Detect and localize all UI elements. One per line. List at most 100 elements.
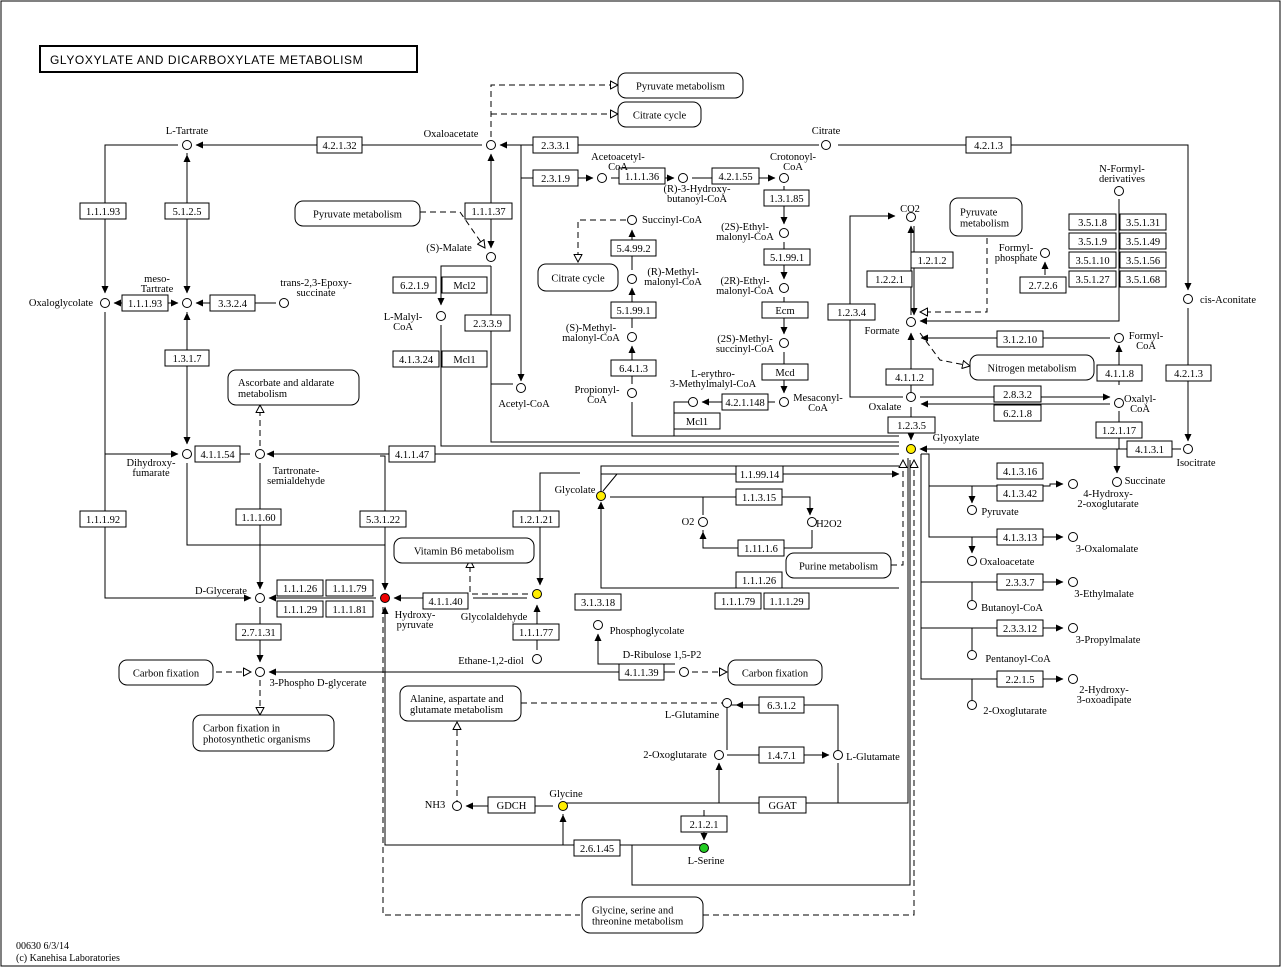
enzyme-box[interactable]: 3.5.1.68	[1119, 270, 1167, 288]
compound-oxaloacetate-2[interactable]: Oxaloacetate	[967, 556, 1035, 569]
enzyme-box[interactable]: 1.3.1.7	[164, 349, 210, 367]
compound-l-tartrate[interactable]: L-Tartrate	[166, 126, 209, 150]
compound-h2o2[interactable]: H2O2	[807, 517, 842, 531]
pathway-map-link[interactable]: Carbon fixation	[727, 659, 823, 686]
compound-l-erythro-3-methylmalyl-coa[interactable]: L-erythro-3-Methylmalyl-CoA	[670, 369, 757, 407]
enzyme-box[interactable]: 1.1.1.93	[79, 202, 127, 220]
enzyme-box[interactable]: 3.1.3.18	[574, 593, 622, 611]
enzyme-box[interactable]: 6.3.1.2	[758, 696, 805, 714]
compound-node[interactable]	[906, 212, 916, 222]
compound-node[interactable]	[558, 801, 568, 811]
compound-node[interactable]	[1068, 577, 1078, 587]
enzyme-box[interactable]: 4.1.1.54	[194, 445, 241, 463]
compound-d-ribulose-1-5-p2[interactable]: D-Ribulose 1,5-P2	[623, 650, 702, 677]
compound-co2[interactable]: CO2	[900, 204, 920, 222]
enzyme-box[interactable]: Mcl1	[441, 350, 488, 368]
enzyme-box[interactable]: 4.1.3.16	[996, 462, 1044, 480]
compound-node[interactable]	[100, 298, 110, 308]
compound-glycolate[interactable]: Glycolate	[555, 485, 606, 501]
compound-succinyl-coa[interactable]: Succinyl-CoA	[627, 215, 703, 226]
enzyme-box[interactable]: 3.5.1.56	[1119, 251, 1167, 269]
compound-node[interactable]	[1183, 294, 1193, 304]
compound-r-methylmalonyl-coa[interactable]: (R)-Methyl-malonyl-CoA	[627, 267, 703, 288]
compound-node[interactable]	[596, 491, 606, 501]
enzyme-box[interactable]: 2.3.3.1	[532, 136, 579, 154]
compound-n-formyl-derivatives[interactable]: N-Formyl-derivatives	[1099, 164, 1145, 196]
enzyme-box[interactable]: 2.1.2.1	[680, 815, 728, 833]
enzyme-box[interactable]: 1.1.1.26	[276, 579, 324, 597]
compound-node[interactable]	[452, 801, 462, 811]
compound-2-hydroxy-3-oxoadipate[interactable]: 2-Hydroxy-3-oxoadipate	[1068, 674, 1132, 707]
enzyme-box[interactable]: 4.1.1.47	[388, 445, 436, 463]
compound-node[interactable]	[532, 589, 542, 599]
compound-node[interactable]	[779, 228, 789, 238]
compound-node[interactable]	[807, 517, 817, 527]
compound-node[interactable]	[1114, 333, 1124, 343]
compound-s-methylmalonyl-coa[interactable]: (S)-Methyl-malonyl-CoA	[562, 323, 637, 344]
enzyme-box[interactable]: 1.1.1.29	[763, 592, 810, 610]
compound-pyruvate[interactable]: Pyruvate	[967, 505, 1019, 519]
pathway-map-link[interactable]: Nitrogen metabolism	[969, 354, 1095, 381]
compound-tartronate-semialdehyde[interactable]: Tartronate-semialdehyde	[255, 449, 326, 488]
compound-s-malate[interactable]: (S)-Malate	[426, 243, 496, 262]
compound-r-3-hydroxybutanoyl-coa[interactable]: (R)-3-Hydroxy-butanoyl-CoA	[663, 173, 731, 206]
pathway-map-link[interactable]: Citrate cycle	[617, 101, 702, 128]
compound-node[interactable]	[1114, 186, 1124, 196]
enzyme-box[interactable]: 1.3.1.85	[763, 189, 810, 207]
enzyme-box[interactable]: 4.2.1.32	[316, 136, 363, 154]
enzyme-box[interactable]: 1.11.1.6	[737, 539, 785, 557]
compound-node[interactable]	[279, 298, 289, 308]
compound-node[interactable]	[699, 843, 709, 853]
enzyme-box[interactable]: 4.1.1.40	[422, 592, 469, 610]
enzyme-box[interactable]: 1.1.1.29	[276, 600, 324, 618]
compound-meso-tartrate[interactable]: meso-Tartrate	[141, 274, 192, 308]
enzyme-box[interactable]: 5.1.99.1	[763, 248, 811, 266]
enzyme-box[interactable]: 2.2.1.5	[996, 670, 1044, 688]
enzyme-box[interactable]: 3.5.1.27	[1068, 270, 1117, 288]
enzyme-box[interactable]: 5.3.1.22	[359, 510, 407, 528]
enzyme-box[interactable]: 3.3.2.4	[209, 294, 256, 312]
compound-2-oxoglutarate-r[interactable]: 2-Oxoglutarate	[967, 700, 1048, 718]
enzyme-box[interactable]: 3.1.2.10	[996, 330, 1044, 348]
enzyme-box[interactable]: 3.5.1.49	[1119, 232, 1167, 250]
compound-3-ethylmalate[interactable]: 3-Ethylmalate	[1068, 577, 1135, 601]
compound-node[interactable]	[436, 311, 446, 321]
compound-node[interactable]	[627, 332, 637, 342]
enzyme-box[interactable]: Mcl2	[441, 276, 488, 294]
compound-node[interactable]	[627, 388, 637, 398]
compound-formylphosphate[interactable]: Formyl-phosphate	[995, 243, 1050, 264]
pathway-map-link[interactable]: Citrate cycle	[537, 263, 619, 292]
enzyme-box[interactable]: 1.2.1.21	[512, 510, 560, 528]
enzyme-box[interactable]: 1.1.1.79	[325, 579, 374, 597]
compound-node[interactable]	[255, 593, 265, 603]
compound-node[interactable]	[779, 338, 789, 348]
compound-acetoacetyl-coa[interactable]: Acetoacetyl-CoA	[591, 152, 645, 183]
compound-2s-methylsuccinyl-coa[interactable]: (2S)-Methyl-succinyl-CoA	[716, 334, 789, 355]
enzyme-box[interactable]: 4.2.1.3	[1165, 364, 1212, 382]
pathway-map-link[interactable]: Purine metabolism	[785, 552, 892, 579]
compound-cis-aconitate[interactable]: cis-Aconitate	[1183, 294, 1257, 307]
pathway-map-link[interactable]: Vitamin B6 metabolism	[393, 537, 535, 564]
compound-node[interactable]	[486, 252, 496, 262]
enzyme-box[interactable]: 1.1.1.79	[714, 592, 762, 610]
enzyme-box[interactable]: 5.1.2.5	[164, 202, 210, 220]
enzyme-box[interactable]: 1.2.1.2	[910, 251, 954, 269]
compound-3-propylmalate[interactable]: 3-Propylmalate	[1068, 623, 1141, 647]
compound-node[interactable]	[821, 140, 831, 150]
compound-node[interactable]	[688, 397, 698, 407]
enzyme-box[interactable]: 2.8.3.2	[993, 385, 1042, 403]
compound-node[interactable]	[779, 173, 789, 183]
enzyme-box[interactable]: 1.1.1.92	[79, 510, 127, 528]
compound-d-glycerate[interactable]: D-Glycerate	[195, 586, 265, 603]
compound-node[interactable]	[967, 505, 977, 515]
enzyme-box[interactable]: 1.1.1.36	[618, 167, 666, 185]
compound-hydroxypyruvate[interactable]: Hydroxy-pyruvate	[380, 593, 436, 632]
enzyme-box[interactable]: 3.5.1.9	[1068, 232, 1117, 250]
pathway-map-link[interactable]: Carbon fixation	[118, 659, 214, 686]
pathway-map-link[interactable]: Pyruvate metabolism	[294, 200, 421, 227]
compound-oxaloacetate[interactable]: Oxaloacetate	[424, 129, 496, 150]
compound-formyl-coa[interactable]: Formyl-CoA	[1114, 331, 1164, 352]
